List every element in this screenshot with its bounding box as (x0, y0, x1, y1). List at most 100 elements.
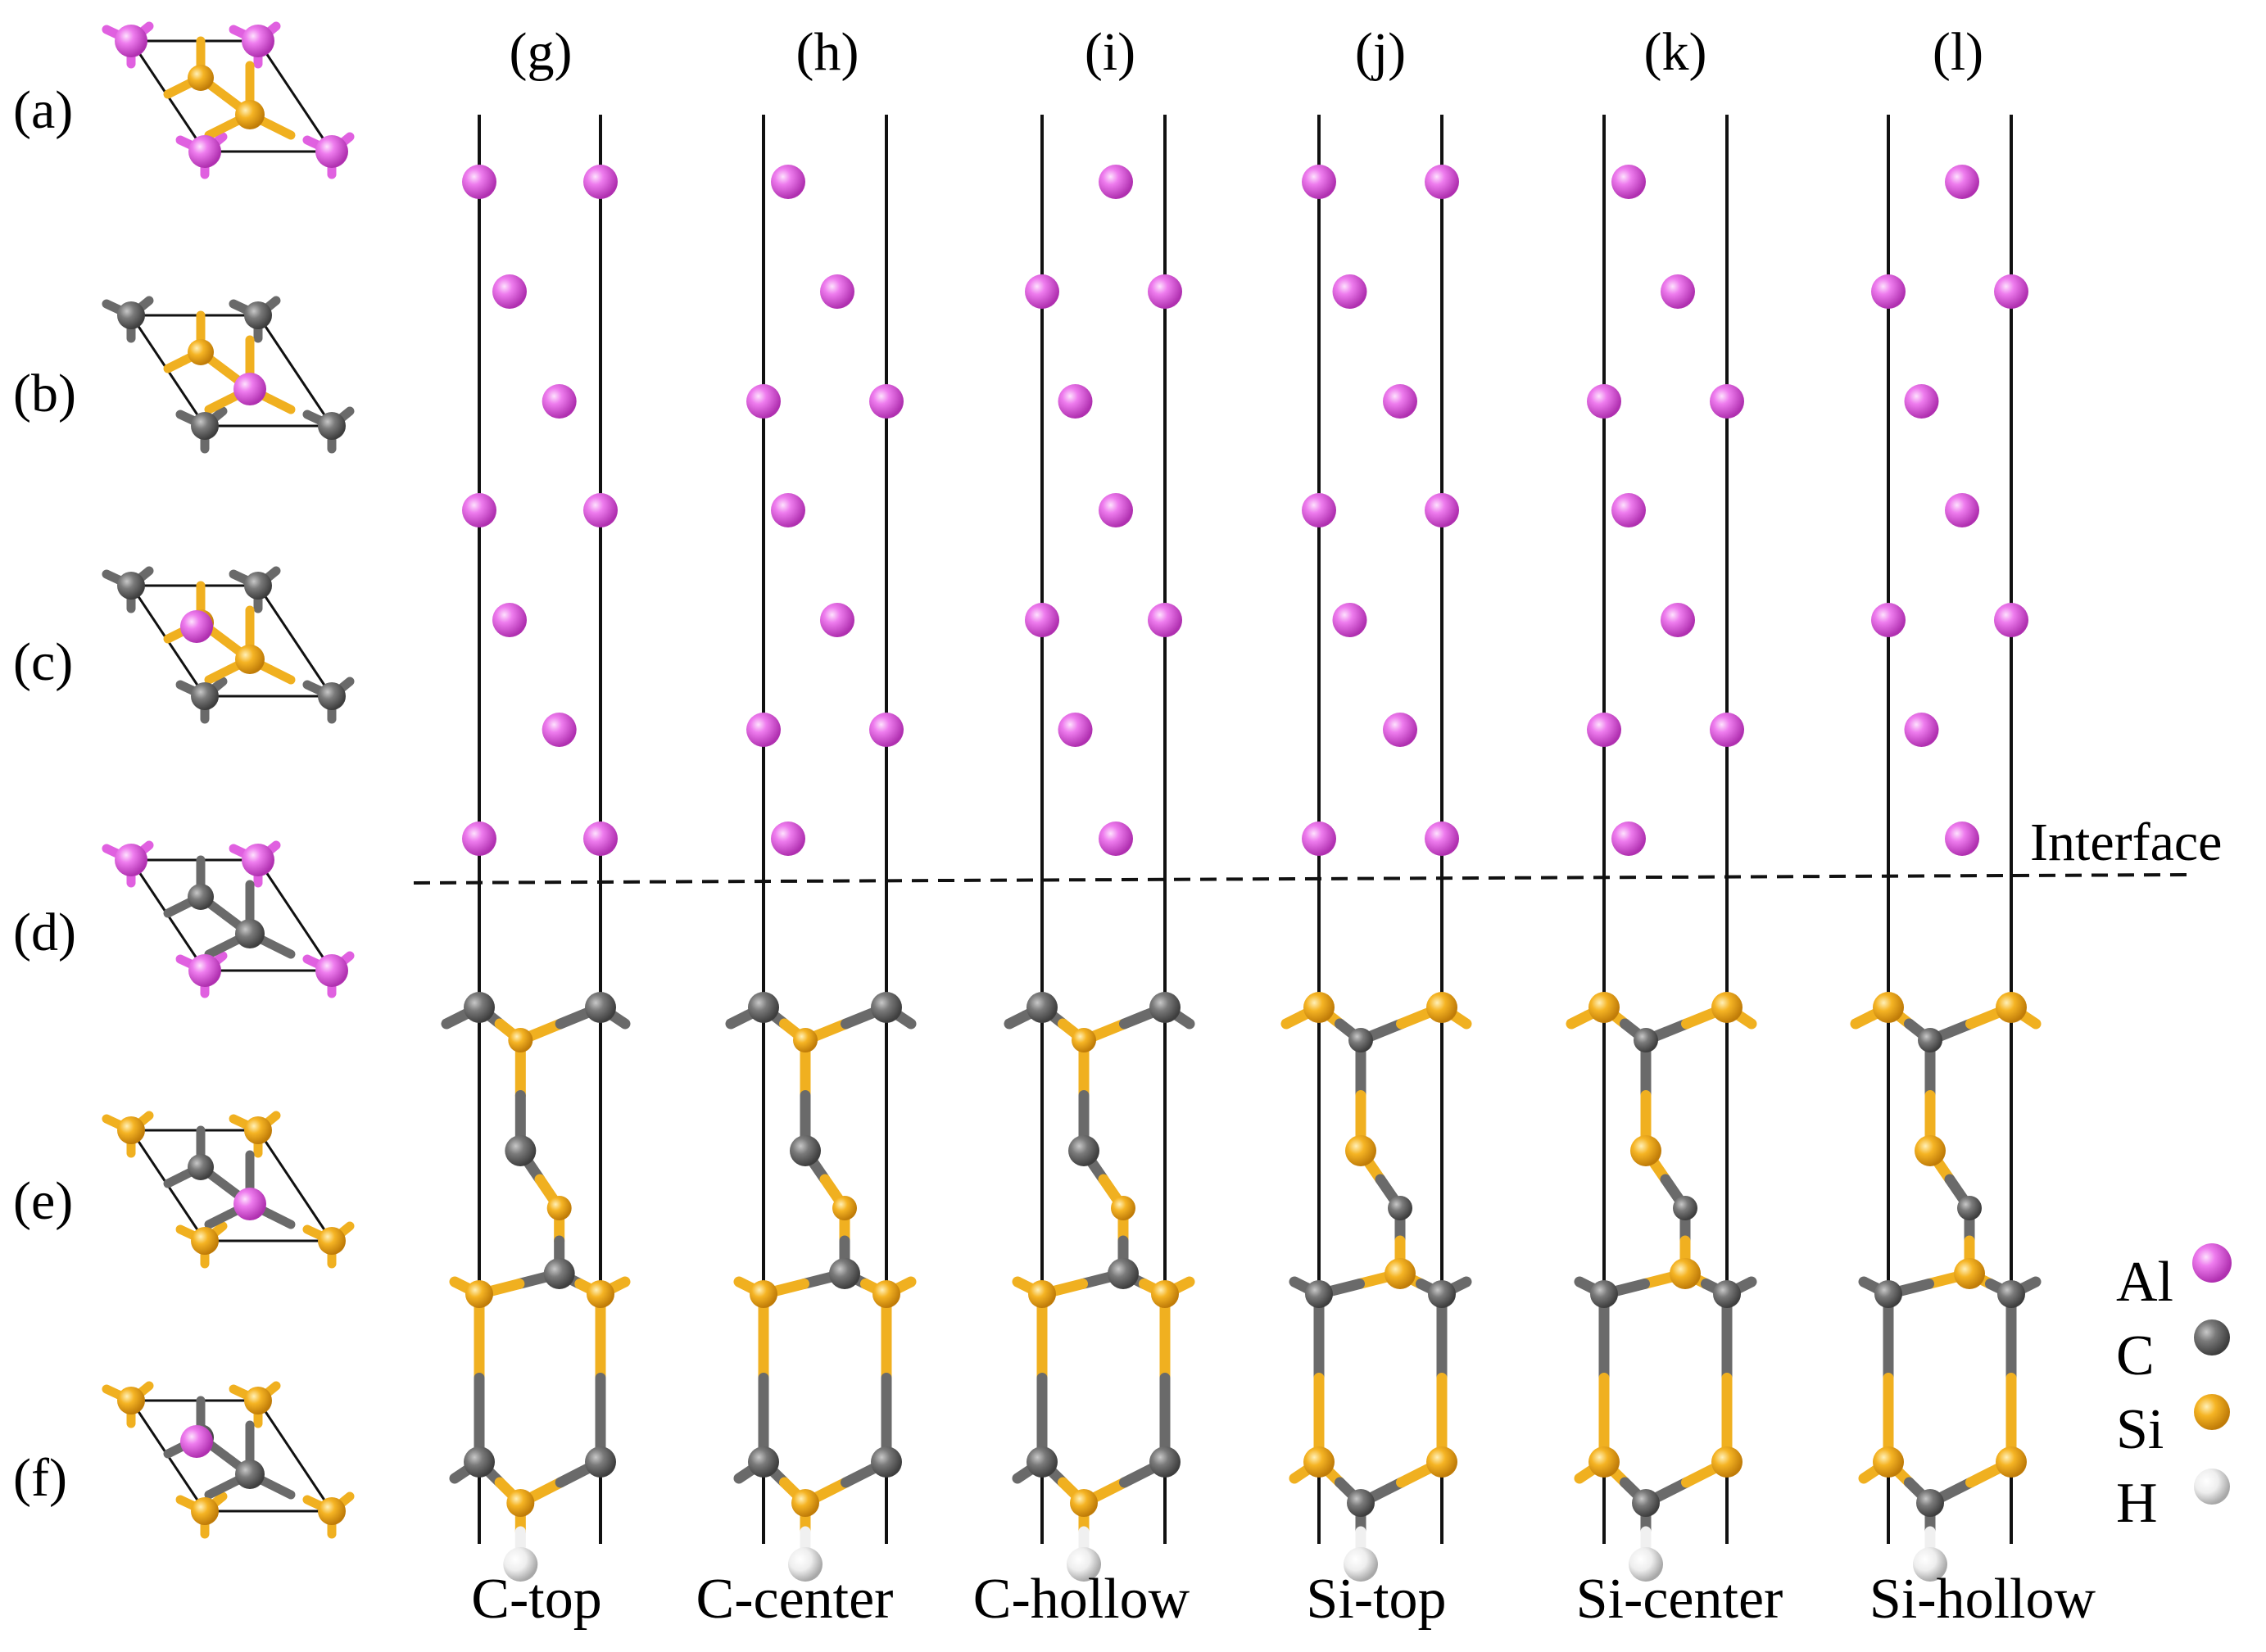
side-view-structure (1004, 115, 1195, 1582)
si-atom (188, 65, 214, 91)
al-atom (583, 821, 618, 856)
c-atom (1918, 1028, 1942, 1052)
side-view-panel-h: (h) C-center (696, 22, 917, 1631)
si-atom (793, 1028, 818, 1052)
si-atom (1588, 1446, 1620, 1478)
al-atom (542, 384, 577, 419)
c-atom (1997, 1280, 2025, 1308)
bond (1172, 1276, 1195, 1293)
bond (229, 1384, 251, 1400)
bond (265, 939, 296, 959)
bond (733, 1276, 757, 1293)
side-view-structure (1850, 115, 2042, 1582)
c-atom (318, 412, 346, 440)
c-atom (1916, 1489, 1944, 1517)
bond (1012, 1464, 1036, 1484)
side-view-panel-l: (l) Si-hollow (1850, 22, 2096, 1631)
bond (1012, 1276, 1036, 1293)
c-atom (117, 301, 145, 329)
al-atom (1058, 384, 1093, 419)
legend-h-atom-icon (2194, 1469, 2230, 1505)
si-atom (1426, 1446, 1457, 1478)
bond (302, 410, 324, 425)
bond (302, 1224, 324, 1240)
side-view-panel-j: (j) Si-top (1280, 22, 1472, 1631)
c-atom (790, 1135, 821, 1166)
al-atom (1710, 713, 1744, 747)
al-atom (115, 844, 147, 876)
al-atom (1710, 384, 1744, 419)
h-atom (1067, 1547, 1101, 1582)
bond (1172, 1010, 1195, 1030)
al-atom (1611, 821, 1646, 856)
al-atom (1148, 603, 1182, 637)
bond (1733, 1010, 1757, 1030)
al-atom (1332, 603, 1367, 637)
c-atom (871, 1446, 902, 1478)
panel-label-g: (g) (510, 22, 573, 82)
c-atom (1108, 1258, 1139, 1289)
si-atom (188, 339, 214, 365)
bond (163, 900, 189, 918)
al-atom (1302, 165, 1336, 199)
al-atom (1994, 603, 2028, 637)
bond (893, 1276, 917, 1293)
top-view-structure (102, 840, 355, 998)
top-view-structure (102, 1381, 355, 1539)
al-atom (1904, 384, 1939, 419)
bond (265, 395, 296, 414)
panel-label-f: (f) (13, 1448, 67, 1508)
c-atom (871, 992, 902, 1023)
top-view-panel-c: (c) (13, 566, 355, 724)
legend-label-c: C (2116, 1324, 2155, 1387)
al-atom (1587, 384, 1621, 419)
bond (204, 1480, 234, 1500)
si-atom (872, 1280, 900, 1308)
si-atom (244, 1387, 272, 1414)
panel-label-h: (h) (796, 22, 859, 82)
al-atom (869, 713, 904, 747)
si-atom (587, 1280, 614, 1308)
si-atom (1954, 1258, 1985, 1289)
top-view-structure (102, 296, 355, 454)
c-atom (505, 1135, 537, 1166)
bond (102, 1384, 124, 1400)
si-atom (1303, 992, 1335, 1023)
top-view-structure (102, 1111, 355, 1269)
al-atom (315, 135, 348, 168)
side-view-panel-g: (g) C-top (441, 22, 631, 1631)
bond (204, 939, 234, 959)
legend-label-si: Si (2116, 1398, 2164, 1461)
si-atom (1072, 1028, 1096, 1052)
si-atom (318, 1497, 346, 1525)
al-atom (1099, 165, 1133, 199)
side-view-panel-k: (k) Si-center (1566, 22, 1783, 1631)
c-atom (1634, 1028, 1658, 1052)
c-atom (748, 1446, 779, 1478)
al-atom (1302, 821, 1336, 856)
bond (302, 1495, 324, 1510)
si-atom (244, 1116, 272, 1144)
al-atom (188, 135, 221, 168)
bond (175, 410, 197, 425)
bond (229, 1114, 251, 1129)
h-atom (1344, 1547, 1378, 1582)
panel-label-b: (b) (13, 364, 76, 423)
al-atom (492, 274, 527, 309)
top-view-panel-a: (a) (13, 21, 355, 179)
legend: Al C Si H (2116, 1243, 2232, 1535)
c-atom (829, 1258, 860, 1289)
si-atom (750, 1280, 777, 1308)
c-atom (1957, 1196, 1982, 1220)
al-atom (233, 373, 266, 405)
si-atom (235, 100, 265, 129)
legend-c-atom-icon (2194, 1319, 2230, 1356)
c-atom (318, 682, 346, 710)
al-atom (1025, 603, 1059, 637)
al-atom (1302, 493, 1336, 527)
legend-al-atom-icon (2192, 1243, 2232, 1283)
c-atom (191, 412, 219, 440)
si-atom (546, 1196, 572, 1220)
al-atom (771, 493, 805, 527)
